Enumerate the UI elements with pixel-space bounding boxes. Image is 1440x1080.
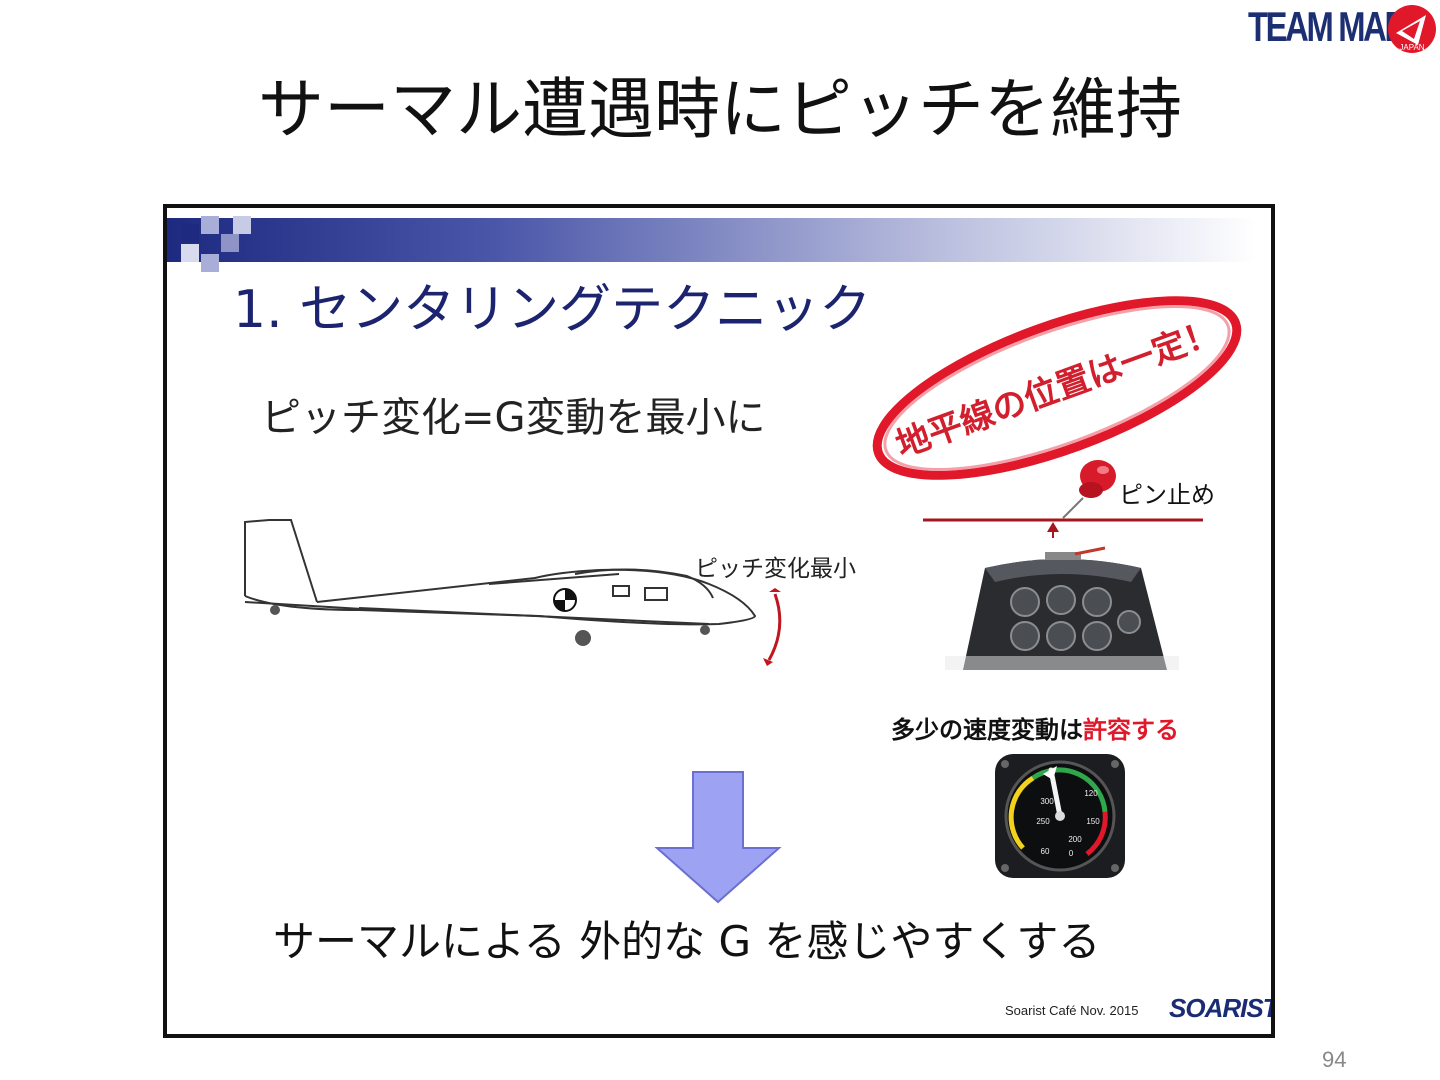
decor-square [201, 254, 219, 272]
speed-label-highlight: 許容する [1083, 716, 1179, 744]
decor-square [201, 216, 219, 234]
page-number: 94 [1322, 1047, 1347, 1072]
slide-footer-credit: Soarist Café Nov. 2015 [1005, 1003, 1139, 1018]
decor-square [221, 234, 239, 252]
slide-subheading: ピッチ変化=G変動を最小に [261, 395, 766, 441]
cockpit-panel-image [945, 538, 1179, 670]
pitch-arrow-icon [763, 588, 782, 666]
page-title: サーマル遭遇時にピッチを維持 [258, 71, 1182, 148]
pitch-change-label: ピッチ変化最小 [695, 556, 856, 582]
decor-square [181, 224, 199, 242]
asi-tick: 0 [1069, 849, 1074, 858]
cg-symbol-icon [553, 588, 577, 612]
asi-tick: 60 [1041, 847, 1050, 856]
conclusion-text: サーマルによる 外的な G を感じやすくする [273, 917, 1101, 966]
soarist-logo: SOARIST [1169, 993, 1275, 1023]
logo-emblem-text: JAPAN [1399, 43, 1424, 52]
stamp-ellipse: 地平線の位置は一定！ [872, 296, 1242, 480]
asi-tick: 250 [1036, 817, 1050, 826]
decor-square [233, 216, 251, 234]
speed-variation-label: 多少の速度変動は許容する [891, 714, 1179, 746]
team-maru-emblem-icon: JAPAN [1388, 5, 1436, 53]
asi-tick: 200 [1068, 835, 1082, 844]
stamp-text: 地平線の位置は一定！ [891, 312, 1224, 466]
pin-label: ピン止め [1119, 481, 1215, 509]
asi-tick: 120 [1084, 789, 1098, 798]
asi-tick: 300 [1040, 797, 1054, 806]
asi-tick: 150 [1086, 817, 1100, 826]
down-arrow-icon [654, 771, 782, 904]
pushpin-icon [1062, 460, 1116, 519]
decor-square [181, 244, 199, 262]
embedded-slide: 1. センタリングテクニック ピッチ変化=G変動を最小に 地平線の位置は一定！ … [163, 204, 1275, 1038]
slide-heading: 1. センタリングテクニック [233, 280, 872, 340]
slide-title-bar [167, 218, 1257, 262]
main-wheel [575, 630, 591, 646]
glider-illustration [244, 519, 757, 646]
airspeed-indicator-image: 120 150 0 200 250 300 60 [995, 754, 1125, 878]
speed-label-text: 多少の速度変動は [891, 716, 1083, 744]
